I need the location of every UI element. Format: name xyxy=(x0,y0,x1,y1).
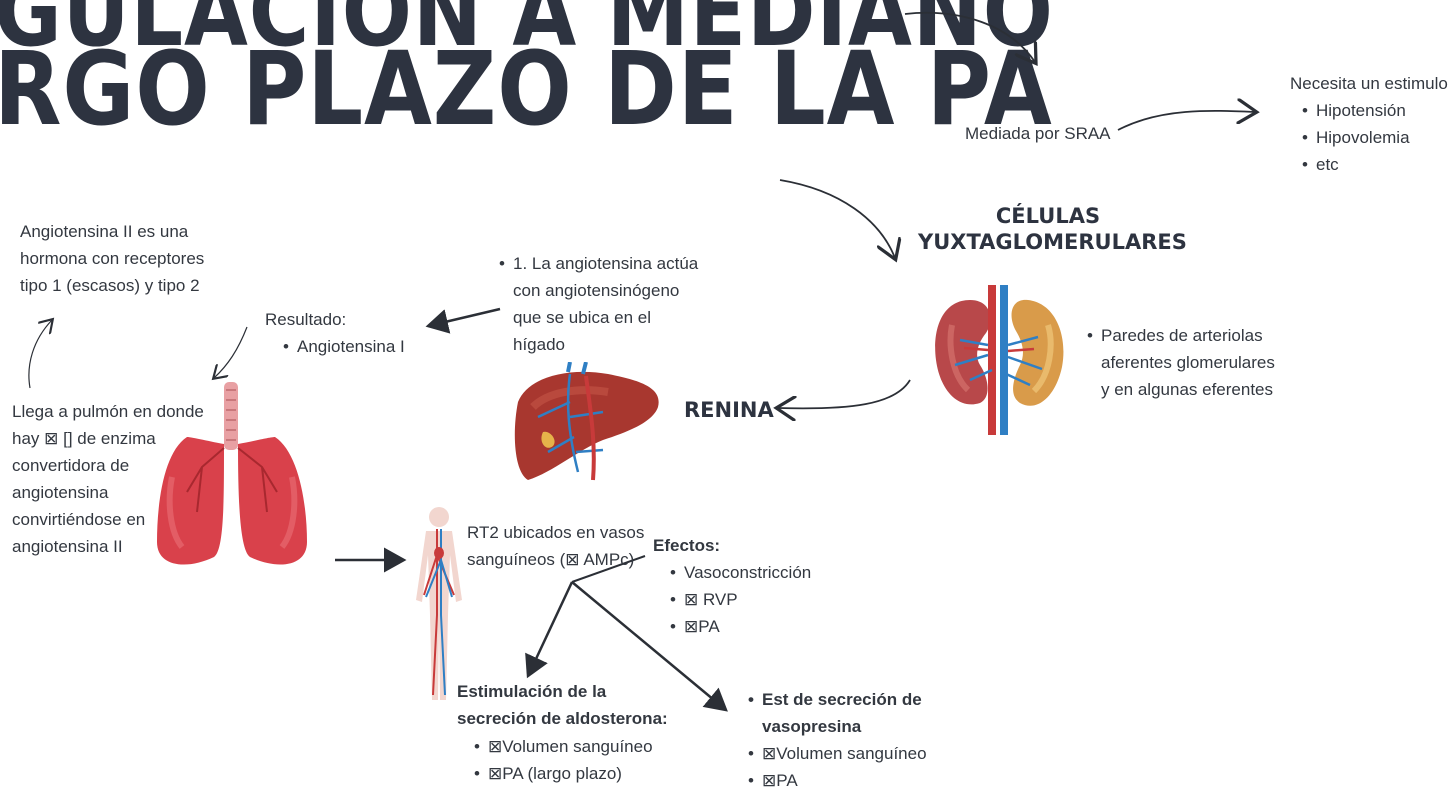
vasopressin-item: ⊠PA xyxy=(746,767,927,794)
arrow-lungs-note-up xyxy=(28,320,52,389)
result-list: Angiotensina I xyxy=(281,333,405,360)
kidney-illustration xyxy=(935,285,1064,435)
vasopressin-list: ⊠Volumen sanguíneo ⊠PA xyxy=(746,740,927,794)
arrow-result-to-lungs xyxy=(214,326,248,378)
stimulus-list: Hipotensión Hipovolemia etc xyxy=(1300,97,1410,178)
stimulus-label: Necesita un estimulo xyxy=(1290,74,1448,93)
effects-heading: Efectos: xyxy=(653,536,721,555)
aldosterone-list: ⊠Volumen sanguíneo ⊠PA (largo plazo) xyxy=(472,733,653,787)
aldosterone-item: ⊠PA (largo plazo) xyxy=(472,760,653,787)
aldosterone-item: ⊠Volumen sanguíneo xyxy=(472,733,653,760)
result-label: Resultado: xyxy=(265,310,347,329)
circulatory-system-illustration xyxy=(416,507,462,700)
cells-heading: CÉLULAS YUXTAGLOMERULARES xyxy=(918,203,1187,255)
title-line-1: GULACIÓN A MEDIANO xyxy=(0,0,1054,68)
liver-illustration xyxy=(514,362,659,481)
arrow-sraa-to-stimulus xyxy=(1117,111,1255,131)
effects-item: Vasoconstricción xyxy=(668,559,811,586)
renina-label: RENINA xyxy=(684,398,774,422)
arrow-title-to-sraa xyxy=(904,11,1035,62)
result-item: Angiotensina I xyxy=(281,333,405,360)
sraa-label: Mediada por SRAA xyxy=(965,124,1111,143)
cells-heading-line-2: YUXTAGLOMERULARES xyxy=(918,230,1187,254)
arrow-kidney-to-renina xyxy=(778,379,911,408)
effects-item: ⊠PA xyxy=(668,613,811,640)
stimulus-item: Hipotensión xyxy=(1300,97,1410,124)
arrow-rt2-to-vasopressin xyxy=(571,581,728,712)
vasopressin-item: ⊠Volumen sanguíneo xyxy=(746,740,927,767)
effects-item: ⊠ RVP xyxy=(668,586,811,613)
arrow-liver-to-result xyxy=(425,307,501,334)
stimulus-item: Hipovolemia xyxy=(1300,124,1410,151)
title-line-2: RGO PLAZO DE LA PA xyxy=(0,30,1053,149)
cells-heading-line-1: CÉLULAS xyxy=(995,204,1101,228)
stimulus-item: etc xyxy=(1300,151,1410,178)
arrow-rt2-to-aldosterone xyxy=(525,581,574,679)
arrow-to-cells xyxy=(779,179,895,258)
lungs-illustration xyxy=(157,382,307,565)
arrow-rt2-to-effects xyxy=(571,555,646,583)
effects-list: Vasoconstricción ⊠ RVP ⊠PA xyxy=(668,559,811,640)
